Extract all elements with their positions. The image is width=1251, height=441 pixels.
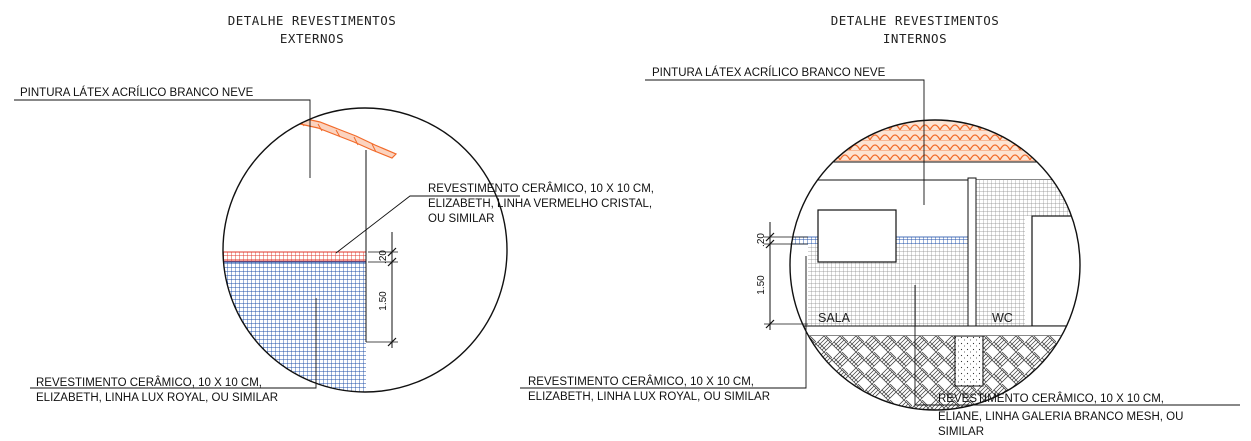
- internal-white-tile-callout: REVESTIMENTO CERÂMICO, 10 X 10 CM, ELIAN…: [914, 285, 1240, 438]
- external-blue-tile-label-2: ELIZABETH, LINHA LUX ROYAL, OU SIMILAR: [36, 392, 278, 404]
- external-detail-clip: [223, 115, 398, 392]
- external-red-tile-callout: REVESTIMENTO CERÂMICO, 10 X 10 CM, ELIZA…: [335, 182, 654, 254]
- internal-paint-label: PINTURA LÁTEX ACRÍLICO BRANCO NEVE: [652, 66, 886, 79]
- external-title-line1: DETALHE REVESTIMENTOS: [228, 13, 397, 28]
- external-paint-callout: PINTURA LÁTEX ACRÍLICO BRANCO NEVE: [14, 86, 311, 178]
- internal-wc-gray-tiles: [975, 180, 1025, 326]
- external-dimension: .20 1.50: [366, 232, 398, 348]
- internal-title-line2: INTERNOS: [883, 31, 947, 46]
- internal-paint-callout: PINTURA LÁTEX ACRÍLICO BRANCO NEVE: [645, 66, 925, 205]
- internal-roof-tiles: [790, 120, 1080, 162]
- internal-blue-tile-label-1: REVESTIMENTO CERÂMICO, 10 X 10 CM,: [528, 375, 754, 388]
- internal-white-tile-label-2: ELIANE, LINHA GALERIA BRANCO MESH, OU: [938, 411, 1183, 423]
- external-red-tile-band: [223, 251, 367, 262]
- external-detail-circle: [222, 107, 508, 393]
- external-dim-band: .20: [378, 250, 389, 264]
- internal-white-tile-label-3: SIMILAR: [938, 426, 984, 438]
- internal-door: [1031, 215, 1080, 327]
- internal-room-sala: SALA: [818, 311, 851, 325]
- external-red-tile-label-1: REVESTIMENTO CERÂMICO, 10 X 10 CM,: [428, 182, 654, 195]
- external-dim-main: 1.50: [378, 291, 389, 311]
- internal-detail: DETALHE REVESTIMENTOS INTERNOS: [520, 13, 1240, 438]
- external-red-tile-label-3: OU SIMILAR: [428, 213, 494, 225]
- internal-blue-tile-callout: REVESTIMENTO CERÂMICO, 10 X 10 CM, ELIZA…: [520, 256, 807, 403]
- internal-white-tile-label-1: REVESTIMENTO CERÂMICO, 10 X 10 CM,: [938, 392, 1164, 405]
- external-detail: DETALHE REVESTIMENTOS EXTERNOS .20 1.50: [14, 13, 654, 404]
- internal-window: [817, 209, 897, 263]
- external-paint-label: PINTURA LÁTEX ACRÍLICO BRANCO NEVE: [20, 86, 254, 99]
- internal-dim-main: 1.50: [756, 275, 767, 295]
- internal-detail-clip: SALA WC: [790, 120, 1080, 410]
- external-blue-tile-callout: REVESTIMENTO CERÂMICO, 10 X 10 CM, ELIZA…: [30, 298, 317, 404]
- internal-dim-band: .20: [756, 233, 767, 247]
- internal-dimension: .20 1.50: [756, 222, 808, 330]
- internal-title-line1: DETALHE REVESTIMENTOS: [831, 13, 1000, 28]
- external-blue-tile-label-1: REVESTIMENTO CERÂMICO, 10 X 10 CM,: [36, 376, 262, 389]
- external-red-tile-label-2: ELIZABETH, LINHA VERMELHO CRISTAL,: [428, 198, 652, 210]
- internal-floor-slab: [790, 325, 1080, 337]
- internal-detail-circle: [789, 119, 1081, 411]
- internal-room-wc: WC: [992, 311, 1013, 325]
- internal-partition-wall: [967, 177, 977, 327]
- internal-foundation: [954, 335, 984, 387]
- external-title-line2: EXTERNOS: [280, 31, 344, 46]
- internal-blue-tile-label-2: ELIZABETH, LINHA LUX ROYAL, OU SIMILAR: [528, 391, 770, 403]
